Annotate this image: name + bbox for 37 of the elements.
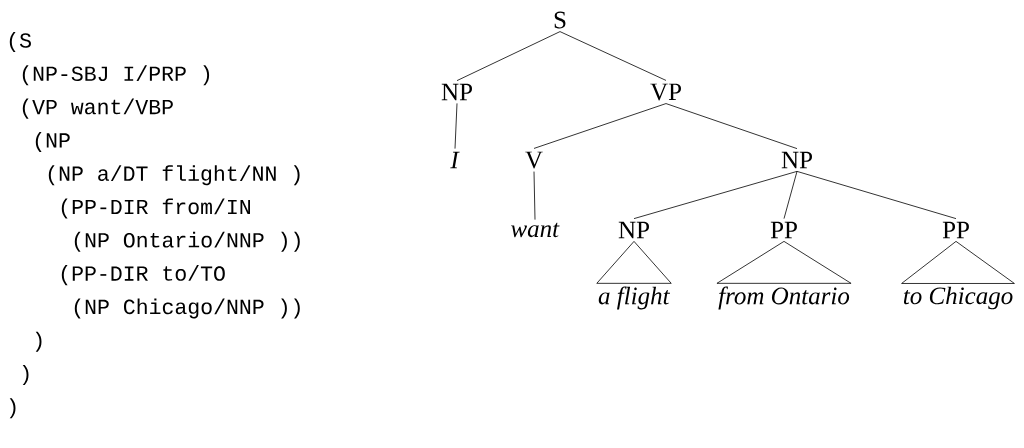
subtree-triangle — [716, 241, 852, 284]
bracket-line: (PP-DIR from/IN — [61, 198, 250, 219]
tree-label: from Ontario — [718, 286, 850, 310]
tree-label: want — [511, 222, 560, 238]
tree-label: a flight — [598, 286, 671, 310]
tree-branch — [456, 31, 561, 82]
tree-label: NP — [618, 221, 649, 239]
tree-branch — [665, 103, 798, 149]
tree-label: PP — [942, 221, 969, 239]
bracket-line: (NP Ontario/NNP )) — [74, 231, 300, 252]
bracket-line: (NP — [35, 131, 70, 152]
bracket-line: (NP Chicago/NNP )) — [74, 298, 300, 319]
bracket-line: (S — [9, 32, 31, 53]
tree-label: NP — [781, 151, 812, 169]
tree-branch — [796, 171, 957, 219]
tree-label: S — [554, 11, 566, 29]
tree-branch — [633, 171, 798, 219]
subtree-triangle — [596, 241, 672, 284]
tree-branch — [533, 171, 536, 221]
tree-label: V — [525, 151, 543, 169]
tree-branch — [559, 31, 667, 81]
bracket-line: (VP want/VBP — [22, 98, 173, 119]
bracket-line: ) — [22, 365, 29, 386]
tree-label: PP — [770, 221, 797, 239]
tree-label: to Chicago — [903, 286, 1013, 310]
bracket-line: (PP-DIR to/TO — [61, 265, 225, 286]
tree-branch — [783, 171, 798, 219]
bracket-line: ) — [35, 331, 42, 352]
tree-branch — [454, 103, 458, 149]
subtree-triangle — [901, 241, 1015, 284]
tree-label: NP — [441, 83, 472, 101]
bracket-line: (NP-SBJ I/PRP ) — [22, 65, 210, 86]
tree-label: VP — [650, 83, 681, 101]
bracket-line: ) — [9, 398, 16, 419]
bracket-line: (NP a/DT flight/NN ) — [48, 165, 300, 186]
tree-branch — [533, 103, 667, 149]
tree-label: I — [450, 151, 460, 169]
